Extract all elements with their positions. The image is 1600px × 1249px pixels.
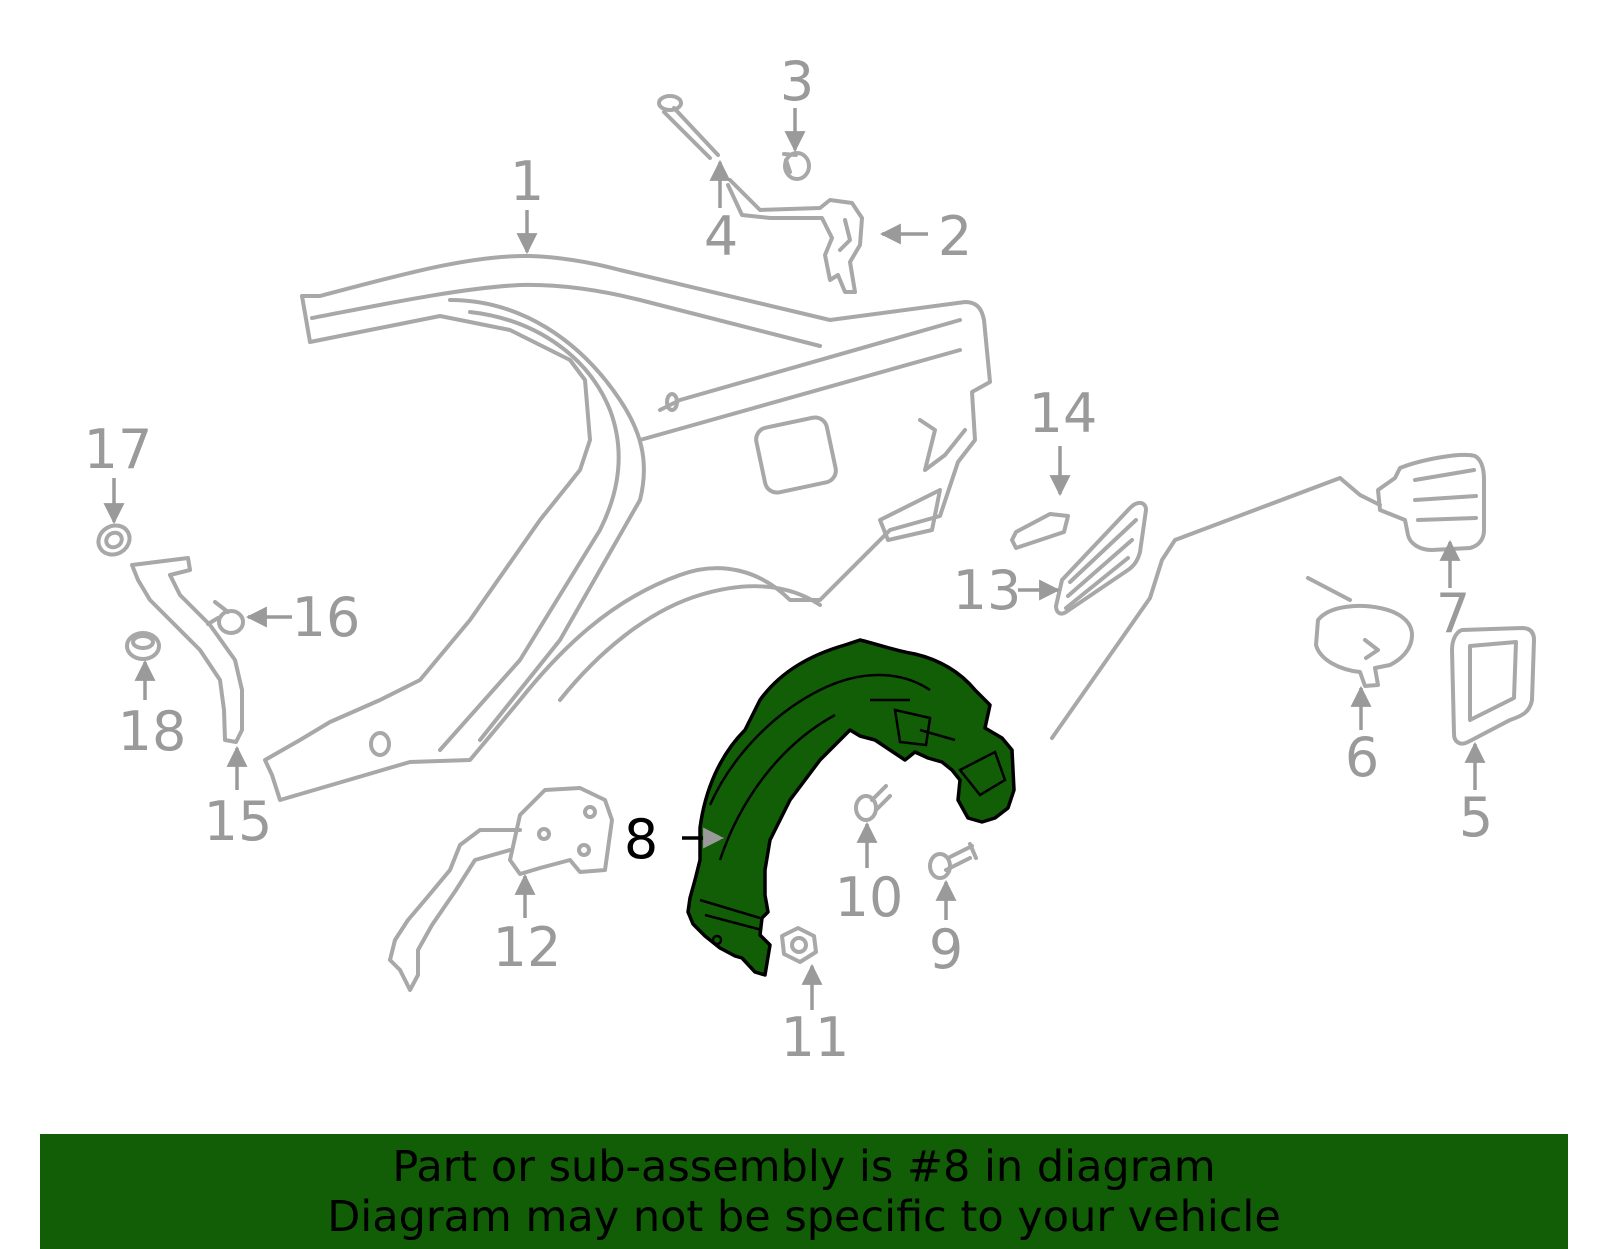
callout-3[interactable]: 3: [780, 50, 814, 113]
callout-15[interactable]: 15: [204, 790, 273, 853]
hinge-part-12[interactable]: [388, 786, 614, 992]
callout-13[interactable]: 13: [953, 559, 1022, 622]
banner-line-disclaimer: Diagram may not be specific to your vehi…: [327, 1192, 1281, 1242]
nut-part-11[interactable]: [780, 926, 818, 964]
screw-part-10[interactable]: [854, 784, 892, 822]
housing-part-6[interactable]: [1306, 576, 1414, 688]
grommet-part-17[interactable]: [93, 520, 135, 560]
molding-part-15[interactable]: [130, 556, 244, 744]
seal-part-14[interactable]: [1010, 512, 1070, 550]
callout-11[interactable]: 11: [781, 1006, 850, 1069]
callout-labels: 1 2 3 4 5 6 7 8 9 10 11 12 13 14 15 16 1…: [84, 50, 1494, 1069]
quarter-panel-part-1[interactable]: [263, 253, 992, 802]
callout-14[interactable]: 14: [1029, 382, 1098, 445]
vent-part-13[interactable]: [1054, 501, 1148, 616]
housing-part-7[interactable]: [1376, 452, 1486, 552]
callout-16[interactable]: 16: [292, 586, 361, 649]
clip-part-3[interactable]: [782, 151, 811, 181]
callout-18[interactable]: 18: [118, 700, 187, 763]
callout-1[interactable]: 1: [510, 150, 544, 213]
callout-8[interactable]: 8: [624, 808, 658, 871]
plug-part-18[interactable]: [125, 631, 161, 661]
callout-6[interactable]: 6: [1345, 726, 1379, 789]
callout-4[interactable]: 4: [704, 205, 738, 268]
fender-liner-part-8[interactable]: [686, 638, 1016, 977]
leader-arrows: [103, 108, 1486, 1010]
banner-line-part-number: Part or sub-assembly is #8 in diagram: [392, 1142, 1216, 1192]
bolt-part-9[interactable]: [928, 842, 978, 880]
bracket-part-2[interactable]: [726, 178, 864, 294]
callout-7[interactable]: 7: [1436, 582, 1470, 645]
push-pin-part-16[interactable]: [206, 600, 245, 635]
callout-9[interactable]: 9: [929, 918, 963, 981]
callout-2[interactable]: 2: [938, 205, 972, 268]
fuel-door-part-5[interactable]: [1450, 626, 1536, 746]
callout-12[interactable]: 12: [493, 916, 562, 979]
callout-17[interactable]: 17: [84, 418, 153, 481]
info-banner: Part or sub-assembly is #8 in diagram Di…: [40, 1134, 1568, 1249]
callout-10[interactable]: 10: [835, 866, 904, 929]
callout-5[interactable]: 5: [1459, 786, 1493, 849]
pin-part-4[interactable]: [657, 94, 720, 160]
release-cable: [1050, 476, 1382, 740]
